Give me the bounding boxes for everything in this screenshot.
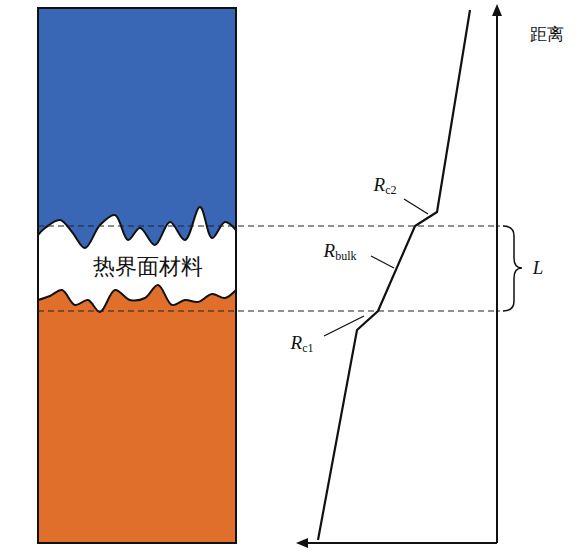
rough-surface	[38, 207, 236, 248]
layer-label: 热界面材料	[93, 254, 203, 280]
temperature-axis	[306, 542, 497, 544]
leader-line	[404, 199, 428, 214]
interface-layer: 热界面材料	[93, 254, 203, 280]
rough-surface	[38, 285, 236, 312]
distance-axis	[496, 14, 498, 543]
axis-arrowhead	[492, 4, 502, 16]
dashed-guide	[38, 310, 500, 311]
thickness-brace	[503, 226, 522, 311]
axis-arrowhead	[296, 538, 308, 548]
axis-label: 距离	[530, 24, 564, 45]
resistance-label: Rc2	[374, 175, 397, 197]
resistance-label: Rc1	[291, 333, 314, 355]
upper-solid	[38, 8, 236, 248]
lower-solid	[38, 285, 236, 543]
dashed-guide	[38, 225, 500, 226]
leader-line	[324, 316, 364, 336]
stack-border	[38, 8, 236, 543]
resistance-label: Rbulk	[324, 241, 357, 263]
temperature-profile	[318, 10, 470, 540]
leader-line	[371, 256, 394, 268]
thickness-label: L	[533, 258, 544, 279]
